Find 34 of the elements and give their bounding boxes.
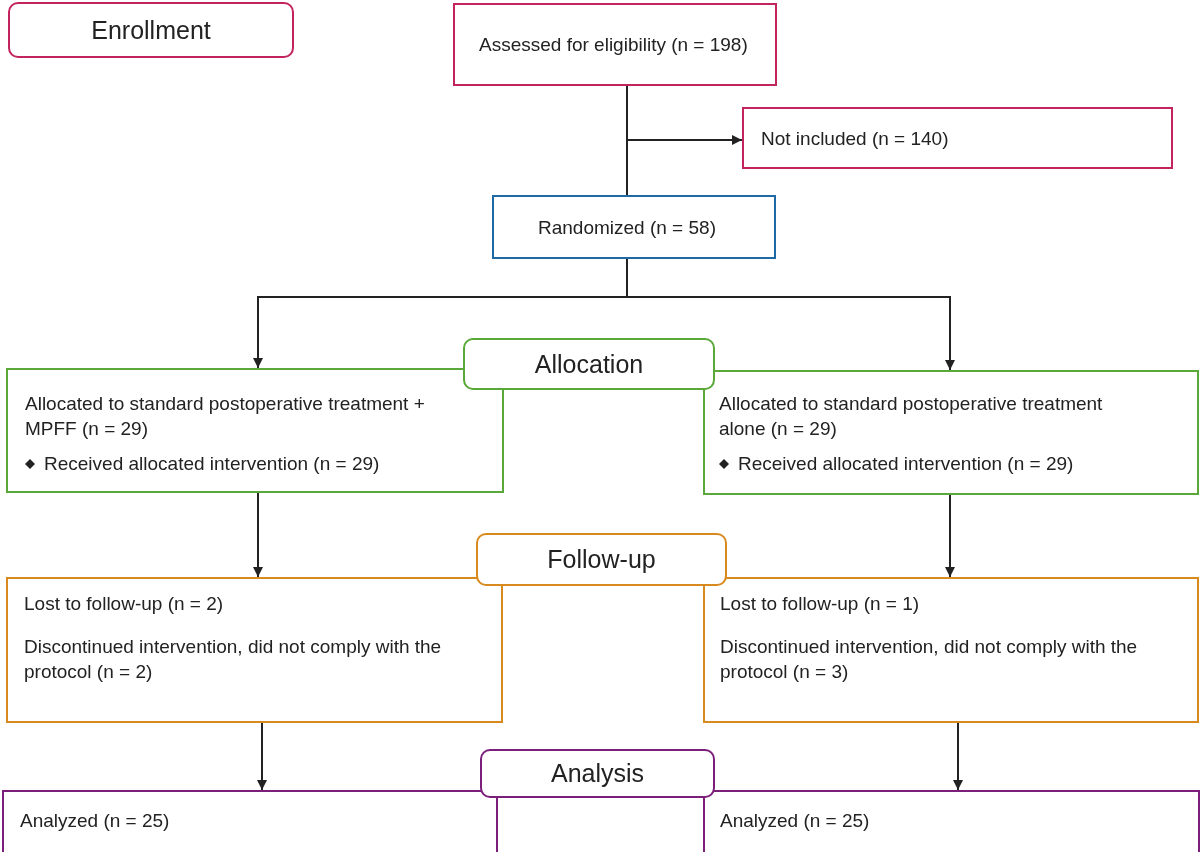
phase-label: Analysis <box>550 761 645 786</box>
phase-label-box <box>476 533 727 586</box>
box-text: Allocated to standard postoperative treatment + MPFF (n = 29) <box>25 392 426 441</box>
process-box <box>703 370 1199 495</box>
process-box <box>6 577 503 723</box>
arrow <box>945 494 955 578</box>
arrow <box>953 722 963 791</box>
process-box <box>703 577 1199 723</box>
process-box <box>2 790 498 852</box>
box-text: Analyzed (n = 25) <box>720 809 871 833</box>
box-text: Assessed for eligibility (n = 198) <box>479 33 749 57</box>
phase-label-box <box>480 749 715 798</box>
process-box <box>703 790 1200 852</box>
phase-label-box <box>8 2 294 58</box>
phase-label: Enrollment <box>91 17 211 43</box>
box-text: Analyzed (n = 25) <box>20 809 171 833</box>
arrow <box>257 722 267 791</box>
phase-label: Allocation <box>534 351 644 377</box>
arrow <box>253 492 263 578</box>
box-text: Lost to follow-up (n = 1) <box>720 592 921 616</box>
phase-label: Follow-up <box>547 547 656 572</box>
process-box <box>742 107 1173 169</box>
box-text: Not included (n = 140) <box>761 127 950 151</box>
process-box <box>6 368 504 493</box>
box-text: Discontinued intervention, did not comply with the protocol (n = 2) <box>24 635 443 684</box>
bullet-text: Received allocated intervention (n = 29) <box>738 452 1074 476</box>
process-box <box>492 195 776 259</box>
box-text: Allocated to standard postoperative treatment alone (n = 29) <box>719 392 1104 441</box>
box-text: Lost to follow-up (n = 2) <box>24 592 225 616</box>
box-text: Randomized (n = 58) <box>538 216 717 240</box>
bullet-text: Received allocated intervention (n = 29) <box>44 452 380 476</box>
process-box <box>453 3 777 86</box>
box-text: Discontinued intervention, did not comply with the protocol (n = 3) <box>720 635 1139 684</box>
phase-label-box <box>463 338 715 390</box>
